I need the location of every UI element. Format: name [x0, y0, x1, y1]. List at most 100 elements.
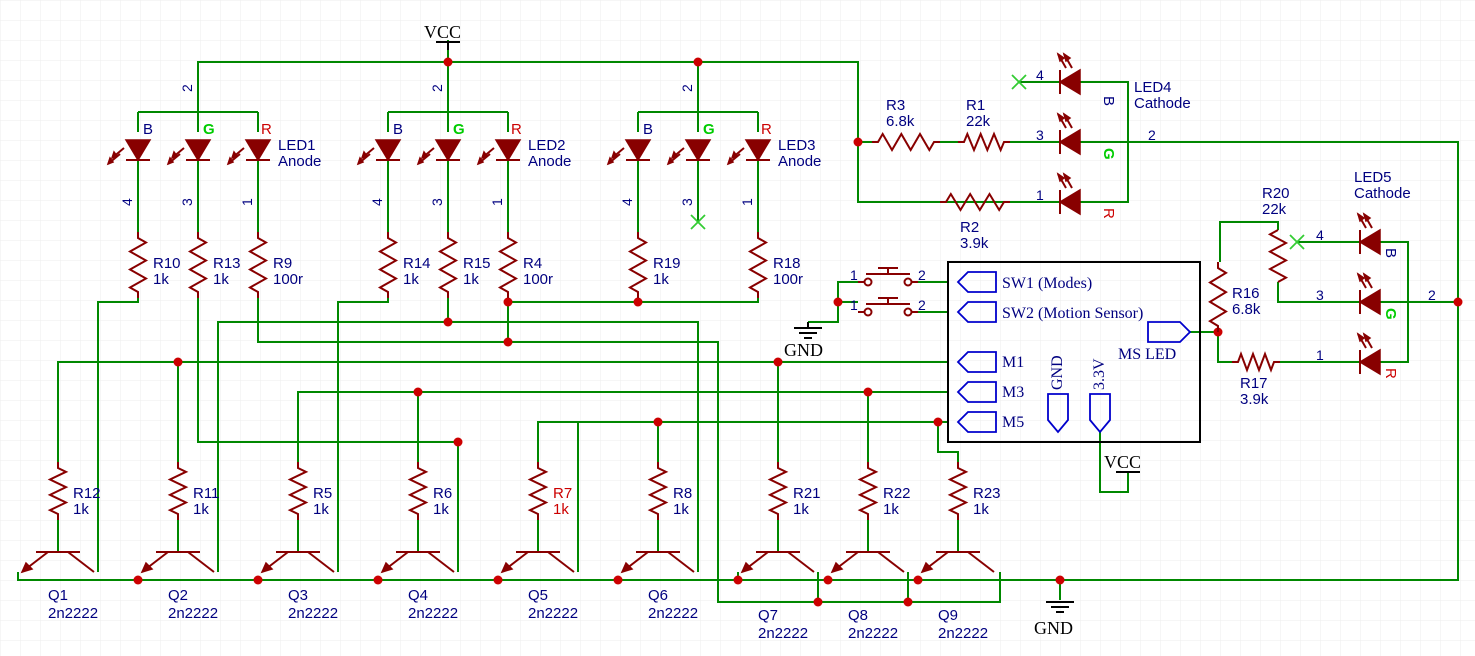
led2-type: Anode [528, 153, 571, 170]
led2-name: LED2 [528, 137, 566, 154]
mcu-port-m5: M5 [956, 411, 1024, 433]
resistor-r9-value: 100r [273, 271, 303, 288]
resistor-r11-value: 1k [193, 501, 209, 518]
transistor-q9-value: 2n2222 [938, 625, 988, 642]
led3-color-r: R [761, 121, 772, 138]
resistor-r1-ref: R1 [966, 97, 985, 114]
resistor-r2-value: 3.9k [960, 235, 989, 252]
resistor-r2-ref: R2 [960, 219, 979, 236]
transistor-q5-ref: Q5 [528, 587, 548, 604]
resistors: R101kR131kR9100rR141kR151kR4100rR191kR18… [47, 97, 1290, 520]
resistor-r10-ref: R10 [153, 255, 181, 272]
led3-pin-common: 2 [679, 84, 695, 92]
led2-color-b: B [393, 121, 403, 138]
wires [17, 40, 1459, 603]
resistor-r14-value: 1k [403, 271, 419, 288]
gnd-right-symbol: GND [1034, 601, 1074, 638]
led5-type: Cathode [1354, 185, 1411, 202]
mcu-label-gnd: GND [1049, 355, 1066, 390]
resistor-r6-value: 1k [433, 501, 449, 518]
resistor-r15-value: 1k [463, 271, 479, 288]
junctions [133, 57, 1463, 607]
led4-color-g: G [1100, 148, 1117, 160]
resistor-r22-value: 1k [883, 501, 899, 518]
led2-pin-b: 4 [369, 198, 385, 206]
transistor-q8-ref: Q8 [848, 607, 868, 624]
mcu-label-sw2: SW2 (Motion Sensor) [1002, 305, 1143, 322]
led2-color-g: G [453, 121, 465, 138]
led1-type: Anode [278, 153, 321, 170]
mcu-port-sw1: SW1 (Modes) [956, 271, 1092, 293]
led5-pin-common: 2 [1428, 287, 1436, 303]
vcc-top-label: VCC [424, 22, 461, 42]
led5-color-r: R [1382, 368, 1399, 379]
led4: B G R LED4 Cathode 4 3 1 2 [1011, 53, 1191, 219]
mcu-port-sw2: SW2 (Motion Sensor) [956, 301, 1143, 323]
resistor-r15-ref: R15 [463, 255, 491, 272]
led4-color-b: B [1100, 96, 1117, 106]
led1-color-b: B [143, 121, 153, 138]
led3: B G R LED3 Anode 2 4 3 1 [607, 84, 821, 230]
led4-pin-r: 1 [1036, 187, 1044, 203]
led1-name: LED1 [278, 137, 316, 154]
mcu-port-m3: M3 [956, 381, 1024, 403]
resistor-r14-ref: R14 [403, 255, 431, 272]
vcc-top-symbol: VCC [424, 22, 461, 50]
resistor-r19-ref: R19 [653, 255, 681, 272]
resistor-r12-ref: R12 [73, 485, 101, 502]
led5-pin-b: 4 [1316, 227, 1324, 243]
led2-pin-g: 3 [429, 198, 445, 206]
resistor-r23-value: 1k [973, 501, 989, 518]
led1-pin-r: 1 [239, 198, 255, 206]
led4-type: Cathode [1134, 95, 1191, 112]
resistor-r18-value: 100r [773, 271, 803, 288]
resistor-r16-ref: R16 [1232, 285, 1260, 302]
resistor-r6-ref: R6 [433, 485, 452, 502]
led1-pin-g: 3 [179, 198, 195, 206]
led4-name: LED4 [1134, 79, 1172, 96]
led5-name: LED5 [1354, 169, 1392, 186]
led4-pin-common: 2 [1148, 127, 1156, 143]
mcu-port-m1: M1 [956, 351, 1024, 373]
led2: B G R LED2 Anode 2 4 3 1 [357, 84, 571, 206]
transistor-q3-ref: Q3 [288, 587, 308, 604]
mcu-label-sw1: SW1 (Modes) [1002, 275, 1092, 292]
switch-motion-sensor[interactable]: 1 2 [850, 297, 926, 317]
led1-color-g: G [203, 121, 215, 138]
resistor-r13-value: 1k [213, 271, 229, 288]
mcu-label-m3: M3 [1002, 384, 1024, 401]
vcc-right-label: VCC [1104, 452, 1141, 472]
resistor-r21-ref: R21 [793, 485, 821, 502]
resistor-r17-value: 3.9k [1240, 391, 1269, 408]
resistor-r10-value: 1k [153, 271, 169, 288]
sw1-pin1-label: 1 [850, 267, 858, 283]
resistor-r7-value: 1k [553, 501, 569, 518]
led5: B G R LED5 Cathode 4 3 1 2 [1289, 169, 1436, 379]
resistor-r16-value: 6.8k [1232, 301, 1261, 318]
led5-noconnect-mark [1289, 234, 1305, 250]
switch-modes[interactable]: 1 2 [850, 267, 926, 287]
transistor-q7-value: 2n2222 [758, 625, 808, 642]
led4-color-r: R [1100, 208, 1117, 219]
transistor-q2-value: 2n2222 [168, 605, 218, 622]
